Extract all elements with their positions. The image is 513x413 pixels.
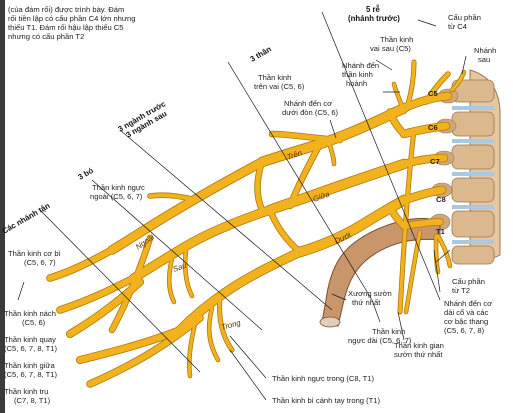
first-intercostal-nerve <box>406 232 420 312</box>
root-label-t1: T1 <box>436 227 446 236</box>
medial-brachial-cutaneous-label: Thần kinh bì cánh tay trong (T1) <box>272 396 381 405</box>
annotation-labels: (của đám rối) được trình bày. Đám rối ti… <box>1 5 499 405</box>
mid-low-division-nerve <box>270 210 300 252</box>
five-roots-label: 5 rễ (nhánh trước) <box>348 5 400 23</box>
c4-component-label: Cấu phần từ C4 <box>448 13 483 31</box>
root-label-c5: C5 <box>428 89 438 98</box>
lat-post-division-nerve <box>258 162 263 210</box>
divisions-label: 3 ngành trước 3 ngành sau <box>117 98 174 141</box>
dorsal-scapular-label: Thần kinh vai sau (C5) <box>370 35 415 53</box>
radial-label: Thần kinh quay (C5, 6, 7, 8, T1) <box>4 335 58 353</box>
phrenic-branch-label: Nhánh đến thần kinh hoành <box>342 61 381 88</box>
axillary-label: Thần kinh nách (C5, 6) <box>4 309 58 327</box>
disc <box>452 240 494 244</box>
root-label-c6: C6 <box>428 123 438 132</box>
root-label-c8: C8 <box>436 195 446 204</box>
t2-component-label: Cấu phần từ T2 <box>452 277 487 295</box>
disc <box>452 139 494 143</box>
vertebra-t2 <box>452 246 494 264</box>
posterior-branch-label: Nhánh sau <box>474 46 499 64</box>
lateral-pectoral-label: Thần kinh ngực ngoài (C5, 6, 7) <box>90 183 147 201</box>
disc <box>452 172 494 176</box>
median-label: Thần kinh giữa (C5, 6, 7, 8, T1) <box>4 361 58 379</box>
musculocutaneous-label: Thần kinh cơ bì (C5, 6, 7) <box>8 249 63 267</box>
vertebra-c5 <box>452 112 494 136</box>
vertebra-c7 <box>452 178 494 202</box>
subclavius-label: Nhánh đến cơ dưới đòn (C5, 6) <box>282 99 339 117</box>
scalene-branch-label: Nhánh đến cơ dài cổ và các cơ bậc thang … <box>444 299 494 335</box>
lateral-cord-nerve <box>112 162 262 250</box>
disc <box>452 106 494 110</box>
root-label-c7: C7 <box>430 157 440 166</box>
disc <box>452 205 494 209</box>
dorsal-scapular-nerve <box>408 62 414 104</box>
medial-pectoral-label: Thần kinh ngực trong (C8, T1) <box>272 374 374 383</box>
medial-brachial-nerve <box>209 308 218 360</box>
ulnar-label: Thần kinh trụ (C7, 8, T1) <box>4 387 51 405</box>
medial-cord-label: Trong <box>220 318 242 332</box>
top-note: (của đám rối) được trình bày. Đám rối ti… <box>8 5 138 41</box>
three-trunks-label: 3 thân <box>249 44 274 63</box>
vertebra-c6 <box>452 145 494 169</box>
t2-component-nerve <box>438 236 450 266</box>
terminal-branches-label: Các nhánh tận <box>1 201 52 236</box>
vertebra-t1 <box>452 211 494 237</box>
first-rib-label: Xương sườn thứ nhất <box>348 289 394 307</box>
three-cords-label: 3 bó <box>77 166 96 182</box>
suprascapular-label: Thần kinh trên vai (C5, 6) <box>254 73 305 91</box>
first-intercostal-label: Thần kinh gian sườn thứ nhất <box>394 341 446 359</box>
